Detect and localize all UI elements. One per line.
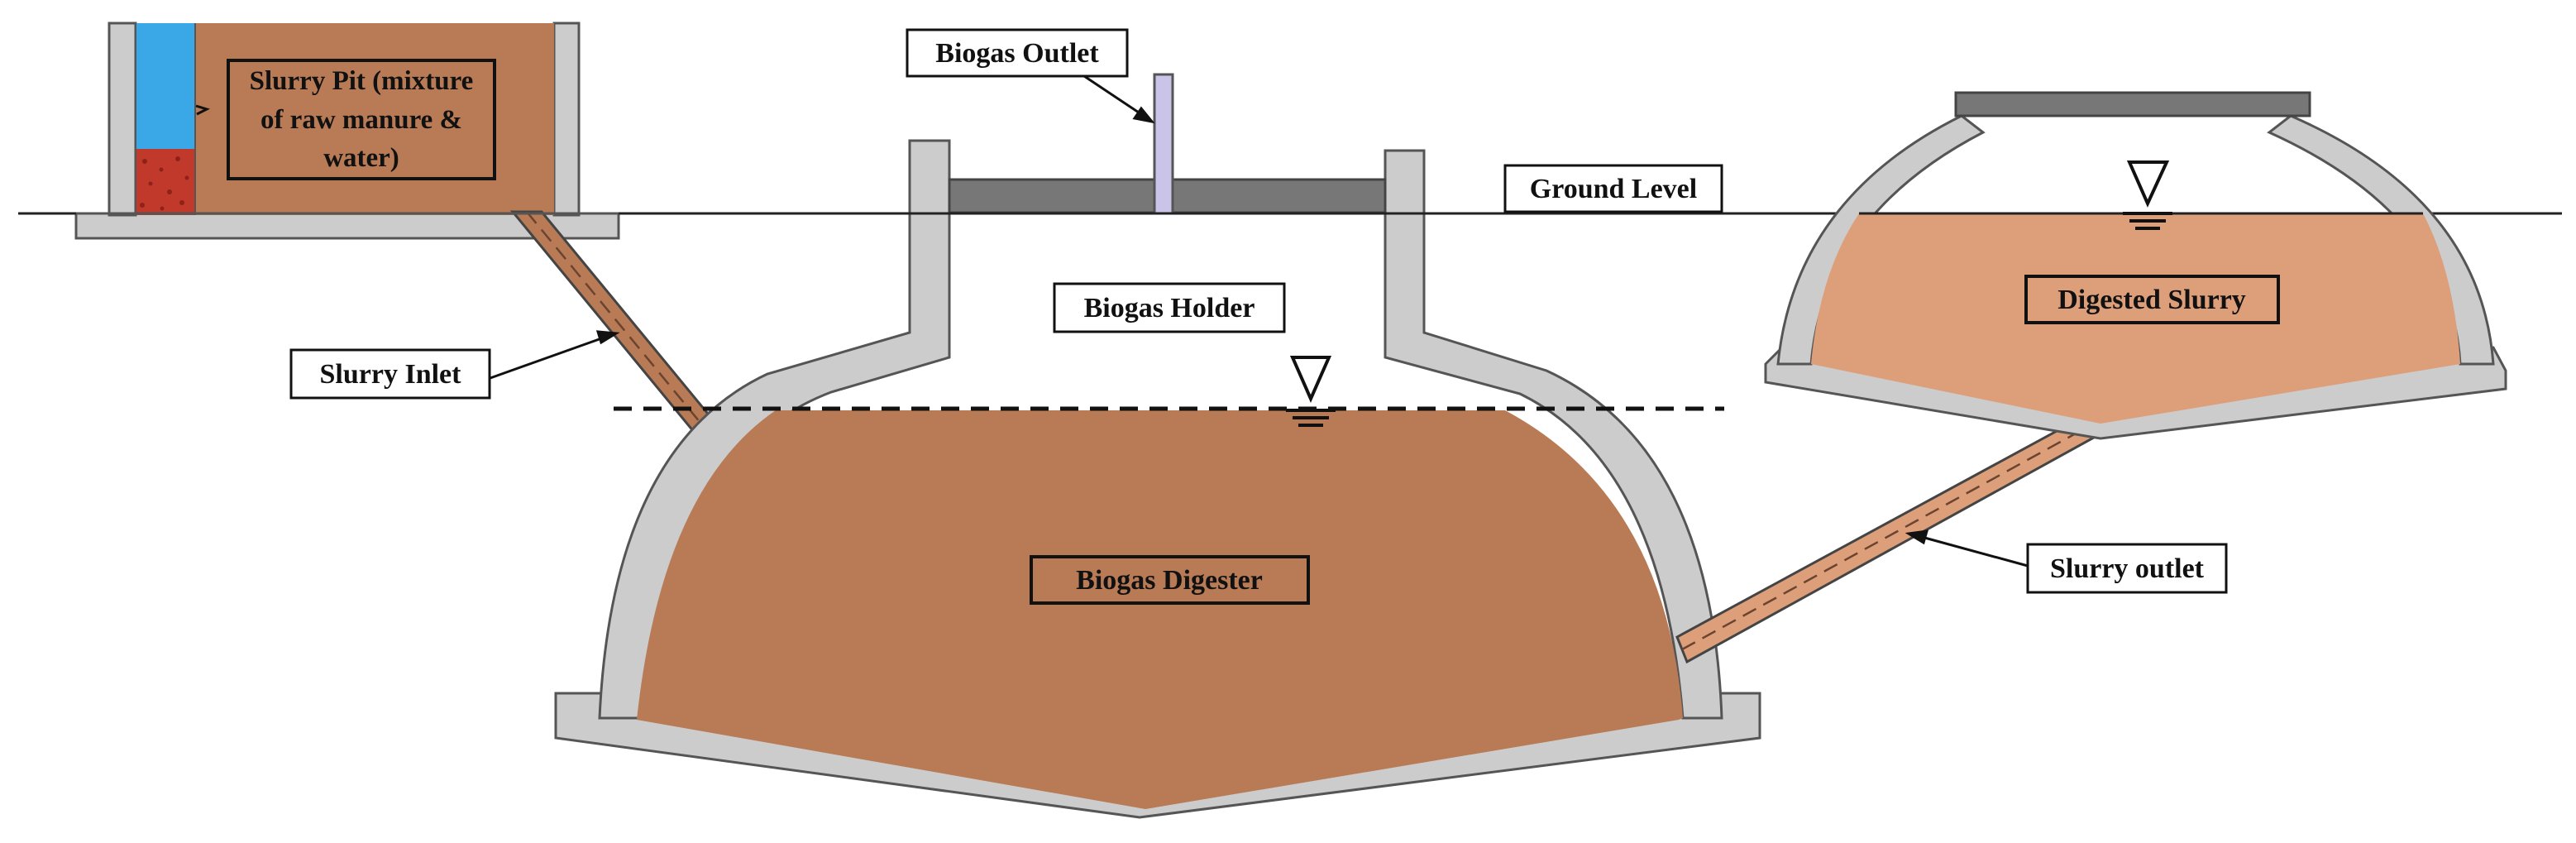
manure-texture [140, 156, 189, 211]
outlet-tank-cover [1954, 91, 2311, 117]
slurry-pit-label: Slurry Pit (mixture of raw manure & wate… [227, 59, 496, 180]
slurry-outlet-pipe [1675, 407, 2110, 664]
biogas-outlet-label: Biogas Outlet [906, 28, 1129, 78]
slurry-outlet-text: Slurry outlet [2050, 553, 2205, 584]
slurry-pit-label-line-1: Slurry Pit (mixture [250, 66, 474, 96]
slurry-pit-label-line-3: water) [323, 143, 399, 173]
slurry-pit-label-line-2: of raw manure & [260, 105, 462, 135]
slurry-inlet-label: Slurry Inlet [289, 348, 491, 400]
outlet-tank-left-wall [1776, 114, 1986, 366]
digester-slurry-fill [637, 410, 1683, 809]
biogas-outlet-text: Biogas Outlet [935, 38, 1099, 69]
slurry-pit-left-wall [108, 22, 137, 217]
leader-arrows [487, 73, 2029, 568]
slurry-inlet-text: Slurry Inlet [320, 359, 462, 390]
ground-level-label: Ground Level [1503, 164, 1723, 213]
digested-slurry-tank [1764, 91, 2507, 440]
ground-level-text: Ground Level [1530, 174, 1697, 204]
digested-slurry-text: Digested Slurry [2057, 285, 2246, 315]
biogas-digester-text: Biogas Digester [1076, 565, 1263, 596]
digested-slurry-label: Digested Slurry [2024, 275, 2280, 324]
biogas-holder-text: Biogas Holder [1084, 293, 1255, 323]
biogas-digester-label: Biogas Digester [1030, 555, 1310, 605]
digested-slurry-fill [1811, 213, 2460, 424]
slurry-outlet-label: Slurry outlet [2026, 543, 2228, 594]
biogas-digester [554, 139, 1761, 819]
digester-level-marker-icon [1286, 356, 1336, 427]
outlet-tank-level-marker-icon [2123, 160, 2172, 230]
water-column [136, 23, 195, 149]
slurry-pit-right-wall [552, 22, 581, 217]
biogas-outlet-pipe [1153, 73, 1174, 215]
biogas-holder-label: Biogas Holder [1053, 282, 1286, 333]
